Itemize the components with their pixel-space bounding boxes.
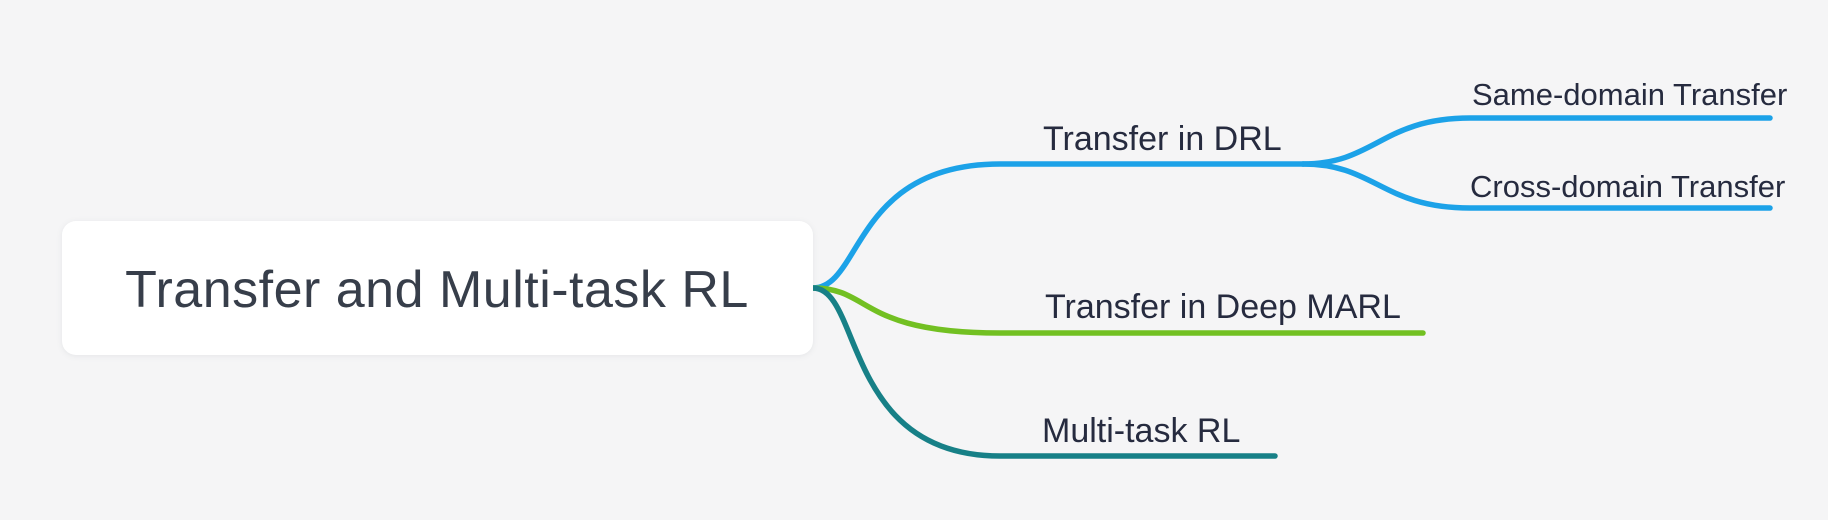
link-drl-to-cross-domain bbox=[1300, 161, 1773, 211]
root-node-label[interactable]: Transfer and Multi-task RL bbox=[125, 261, 749, 319]
link-root-to-transfer-in-drl bbox=[810, 161, 1306, 291]
node-same-domain-transfer[interactable]: Same-domain Transfer bbox=[1472, 77, 1787, 112]
root-node-box[interactable] bbox=[62, 221, 813, 355]
node-multi-task-rl[interactable]: Multi-task RL bbox=[1042, 412, 1240, 450]
branch-transfer-in-drl: Transfer in DRL Same-domain Transfer Cro… bbox=[810, 77, 1787, 291]
node-transfer-in-deep-marl[interactable]: Transfer in Deep MARL bbox=[1045, 288, 1401, 326]
root-node[interactable]: Transfer and Multi-task RL bbox=[62, 221, 813, 355]
link-root-to-transfer-in-deep-marl bbox=[810, 285, 1426, 336]
node-cross-domain-transfer[interactable]: Cross-domain Transfer bbox=[1470, 169, 1785, 204]
branch-transfer-in-deep-marl: Transfer in Deep MARL bbox=[810, 285, 1426, 336]
branch-multi-task-rl: Multi-task RL bbox=[810, 285, 1278, 459]
link-root-to-multi-task-rl bbox=[810, 285, 1278, 459]
link-drl-to-same-domain bbox=[1300, 115, 1773, 167]
node-transfer-in-drl[interactable]: Transfer in DRL bbox=[1043, 120, 1282, 158]
